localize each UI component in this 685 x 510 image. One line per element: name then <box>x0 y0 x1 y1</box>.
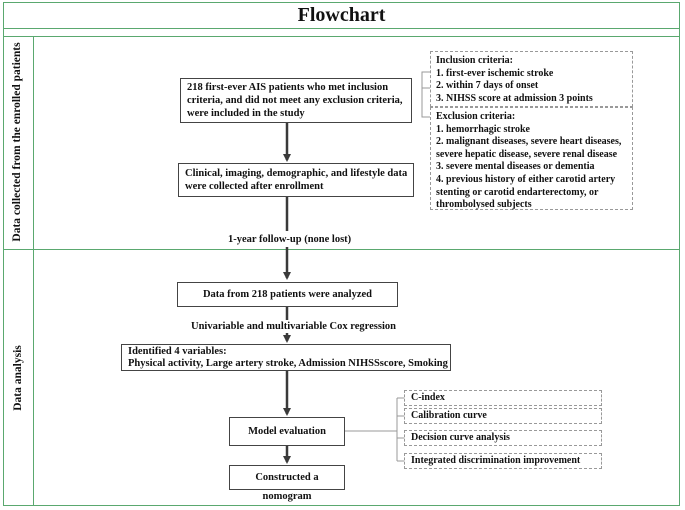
metric-label: Calibration curve <box>411 410 487 421</box>
enrollment-line-3: were included in the study <box>187 108 305 119</box>
metric-label: C-index <box>411 392 445 403</box>
exclusion-item: stenting or carotid endarterectomy, or <box>436 186 599 198</box>
metric-idi: Integrated discrimination improvement <box>404 453 602 469</box>
variables-heading: Identified 4 variables: <box>128 346 227 357</box>
metric-label: Integrated discrimination improvement <box>411 455 581 466</box>
inclusion-item: 3. NIHSS score at admission 3 points <box>436 92 593 104</box>
data-collection-box: Clinical, imaging, demographic, and life… <box>178 163 414 197</box>
title-spacer <box>3 28 680 37</box>
model-evaluation-box: Model evaluation <box>229 417 345 446</box>
analyzed-text: Data from 218 patients were analyzed <box>202 289 373 300</box>
metric-calibration-curve: Calibration curve <box>404 408 602 424</box>
enrollment-box: 218 first-ever AIS patients who met incl… <box>180 78 412 123</box>
flowchart-title: Flowchart <box>3 2 680 29</box>
exclusion-item: thrombolysed subjects <box>436 199 532 211</box>
section-label-data-analysis: Data analysis <box>12 345 24 411</box>
metric-decision-curve: Decision curve analysis <box>404 430 602 446</box>
exclusion-heading: Exclusion criteria: <box>436 111 516 122</box>
enrollment-line-1: 218 first-ever AIS patients who met incl… <box>187 82 389 93</box>
collection-line-1: Clinical, imaging, demographic, and life… <box>185 168 408 179</box>
outer-frame <box>3 2 680 506</box>
regression-label: Univariable and multivariable Cox regres… <box>191 321 396 332</box>
exclusion-criteria-box: Exclusion criteria: 1. hemorrhagic strok… <box>430 107 633 210</box>
exclusion-item: 1. hemorrhagic stroke <box>436 123 530 135</box>
exclusion-item: 2. malignant diseases, severe heart dise… <box>436 136 622 148</box>
section-data-collection <box>3 36 680 250</box>
section-label-data-collection: Data collected from the enrolled patient… <box>11 42 23 242</box>
inclusion-criteria-box: Inclusion criteria: 1. first-ever ischem… <box>430 51 633 107</box>
exclusion-item: 3. severe mental diseases or dementia <box>436 161 595 173</box>
inclusion-item: 1. first-ever ischemic stroke <box>436 67 554 79</box>
metric-c-index: C-index <box>404 390 602 406</box>
variables-box: Identified 4 variables: Physical activit… <box>121 344 451 371</box>
metric-label: Decision curve analysis <box>411 432 510 443</box>
nomogram-box: Constructed a nomogram <box>229 465 345 502</box>
enrollment-line-2: criteria, and did not meet any exclusion… <box>187 95 403 106</box>
exclusion-item: severe hepatic disease, severe renal dis… <box>436 148 618 160</box>
nomogram-text: Constructed a nomogram <box>255 472 319 502</box>
side-column-divider <box>33 36 34 506</box>
collection-line-2: were collected after enrollment <box>185 181 324 192</box>
inclusion-heading: Inclusion criteria: <box>436 55 513 66</box>
inclusion-item: 2. within 7 days of onset <box>436 80 539 92</box>
analyzed-box: Data from 218 patients were analyzed <box>177 282 398 307</box>
exclusion-item: 4. previous history of either carotid ar… <box>436 173 616 185</box>
model-evaluation-text: Model evaluation <box>248 426 326 437</box>
variables-list: Physical activity, Large artery stroke, … <box>128 358 448 369</box>
followup-label: 1-year follow-up (none lost) <box>228 234 352 245</box>
